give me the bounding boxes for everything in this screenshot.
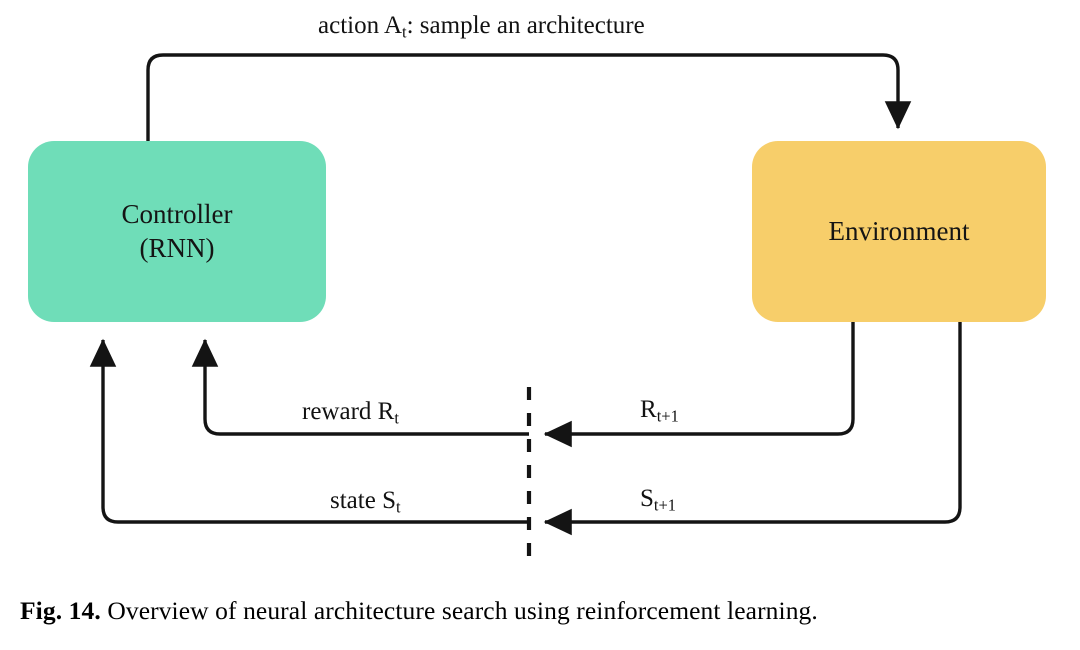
node-controller-line2: (RNN) xyxy=(139,232,215,263)
node-controller-line1: Controller xyxy=(121,198,233,229)
edge-state-right-path xyxy=(543,322,962,536)
node-controller-label: Controller (RNN) xyxy=(122,198,233,266)
edge-label-action-suffix: : sample an architecture xyxy=(406,12,645,39)
edge-reward-right-path xyxy=(543,322,855,448)
edge-label-state-sub: t xyxy=(395,497,401,517)
edge-reward xyxy=(191,322,855,448)
edge-state xyxy=(89,322,962,536)
edge-reward-left-path xyxy=(191,338,529,436)
edge-label-reward: reward Rt xyxy=(302,398,399,426)
node-environment-line1: Environment xyxy=(828,215,970,246)
node-environment[interactable]: Environment xyxy=(752,141,1046,322)
edge-label-state-next-sub: t+1 xyxy=(653,495,677,515)
edge-label-state-prefix: state S xyxy=(330,487,396,514)
node-controller[interactable]: Controller (RNN) xyxy=(28,141,326,322)
edge-action xyxy=(146,53,912,141)
figure-caption-text: Overview of neural architecture search u… xyxy=(107,596,818,625)
edge-label-state-next-prefix: S xyxy=(640,485,654,512)
edge-label-action: action At: sample an architecture xyxy=(318,12,645,40)
edge-action-path xyxy=(146,53,912,141)
edge-label-action-sub: t xyxy=(402,22,407,42)
edge-label-reward-sub: t xyxy=(394,408,399,428)
edge-label-state-next: St+1 xyxy=(640,485,676,513)
edge-label-state: state St xyxy=(330,487,401,515)
edge-label-reward-next-sub: t+1 xyxy=(656,406,679,426)
node-environment-label: Environment xyxy=(829,215,970,249)
edge-label-reward-prefix: reward R xyxy=(302,398,395,425)
edge-label-reward-next-prefix: R xyxy=(640,396,657,423)
figure-caption: Fig. 14. Overview of neural architecture… xyxy=(20,596,1064,626)
figure-caption-label: Fig. 14. xyxy=(20,596,101,625)
edge-label-action-prefix: action A xyxy=(318,12,403,39)
edge-label-reward-next: Rt+1 xyxy=(640,396,679,424)
edge-state-left-path xyxy=(89,338,529,524)
